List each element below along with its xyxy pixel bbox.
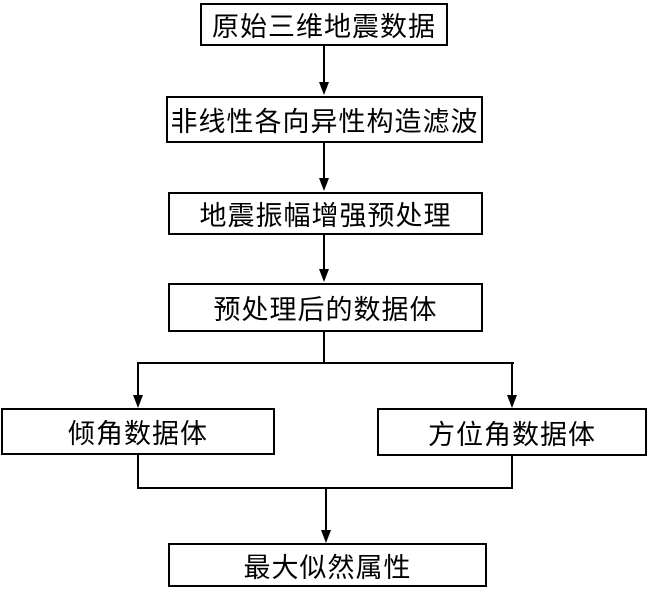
node-label-raw-3d-seismic-data: 原始三维地震数据	[212, 12, 436, 43]
edge-3-arrowhead-icon	[319, 269, 329, 282]
node-label-nonlinear-anisotropic-structural-filtering: 非线性各向异性构造滤波	[170, 107, 479, 138]
node-raw-3d-seismic-data: 原始三维地震数据	[200, 3, 448, 46]
merge-arrowhead-icon	[321, 530, 331, 543]
node-azimuth-data-volume: 方位角数据体	[377, 408, 647, 456]
edge-3-line	[323, 235, 325, 269]
branch-left-line	[137, 362, 139, 395]
branch-horizontal-line	[137, 362, 514, 364]
node-label-dip-data-volume: 倾角数据体	[68, 419, 208, 450]
branch-left-arrowhead-icon	[133, 395, 143, 408]
node-label-preprocessed-data-volume: 预处理后的数据体	[213, 295, 438, 326]
node-seismic-amplitude-enhancement-preprocessing: 地震振幅增强预处理	[168, 192, 483, 235]
node-dip-data-volume: 倾角数据体	[1, 408, 275, 455]
merge-left-line	[137, 455, 139, 489]
edge-2-arrowhead-icon	[319, 178, 329, 191]
merge-right-line	[511, 456, 513, 489]
node-nonlinear-anisotropic-structural-filtering: 非线性各向异性构造滤波	[166, 96, 483, 143]
branch-right-line	[511, 362, 513, 395]
edge-2-line	[323, 143, 325, 178]
edge-1-line	[323, 46, 325, 82]
node-maximum-likelihood-attribute: 最大似然属性	[168, 543, 487, 587]
node-label-maximum-likelihood-attribute: 最大似然属性	[243, 552, 412, 584]
merge-horizontal-line	[137, 487, 513, 489]
edge-1-arrowhead-icon	[319, 82, 329, 95]
node-label-seismic-amplitude-enhancement-preprocessing: 地震振幅增强预处理	[199, 201, 452, 232]
node-label-azimuth-data-volume: 方位角数据体	[428, 419, 596, 451]
merge-stem-line	[325, 489, 327, 530]
branch-right-arrowhead-icon	[507, 395, 517, 408]
node-preprocessed-data-volume: 预处理后的数据体	[168, 283, 483, 332]
branch-stem-line	[323, 332, 325, 364]
